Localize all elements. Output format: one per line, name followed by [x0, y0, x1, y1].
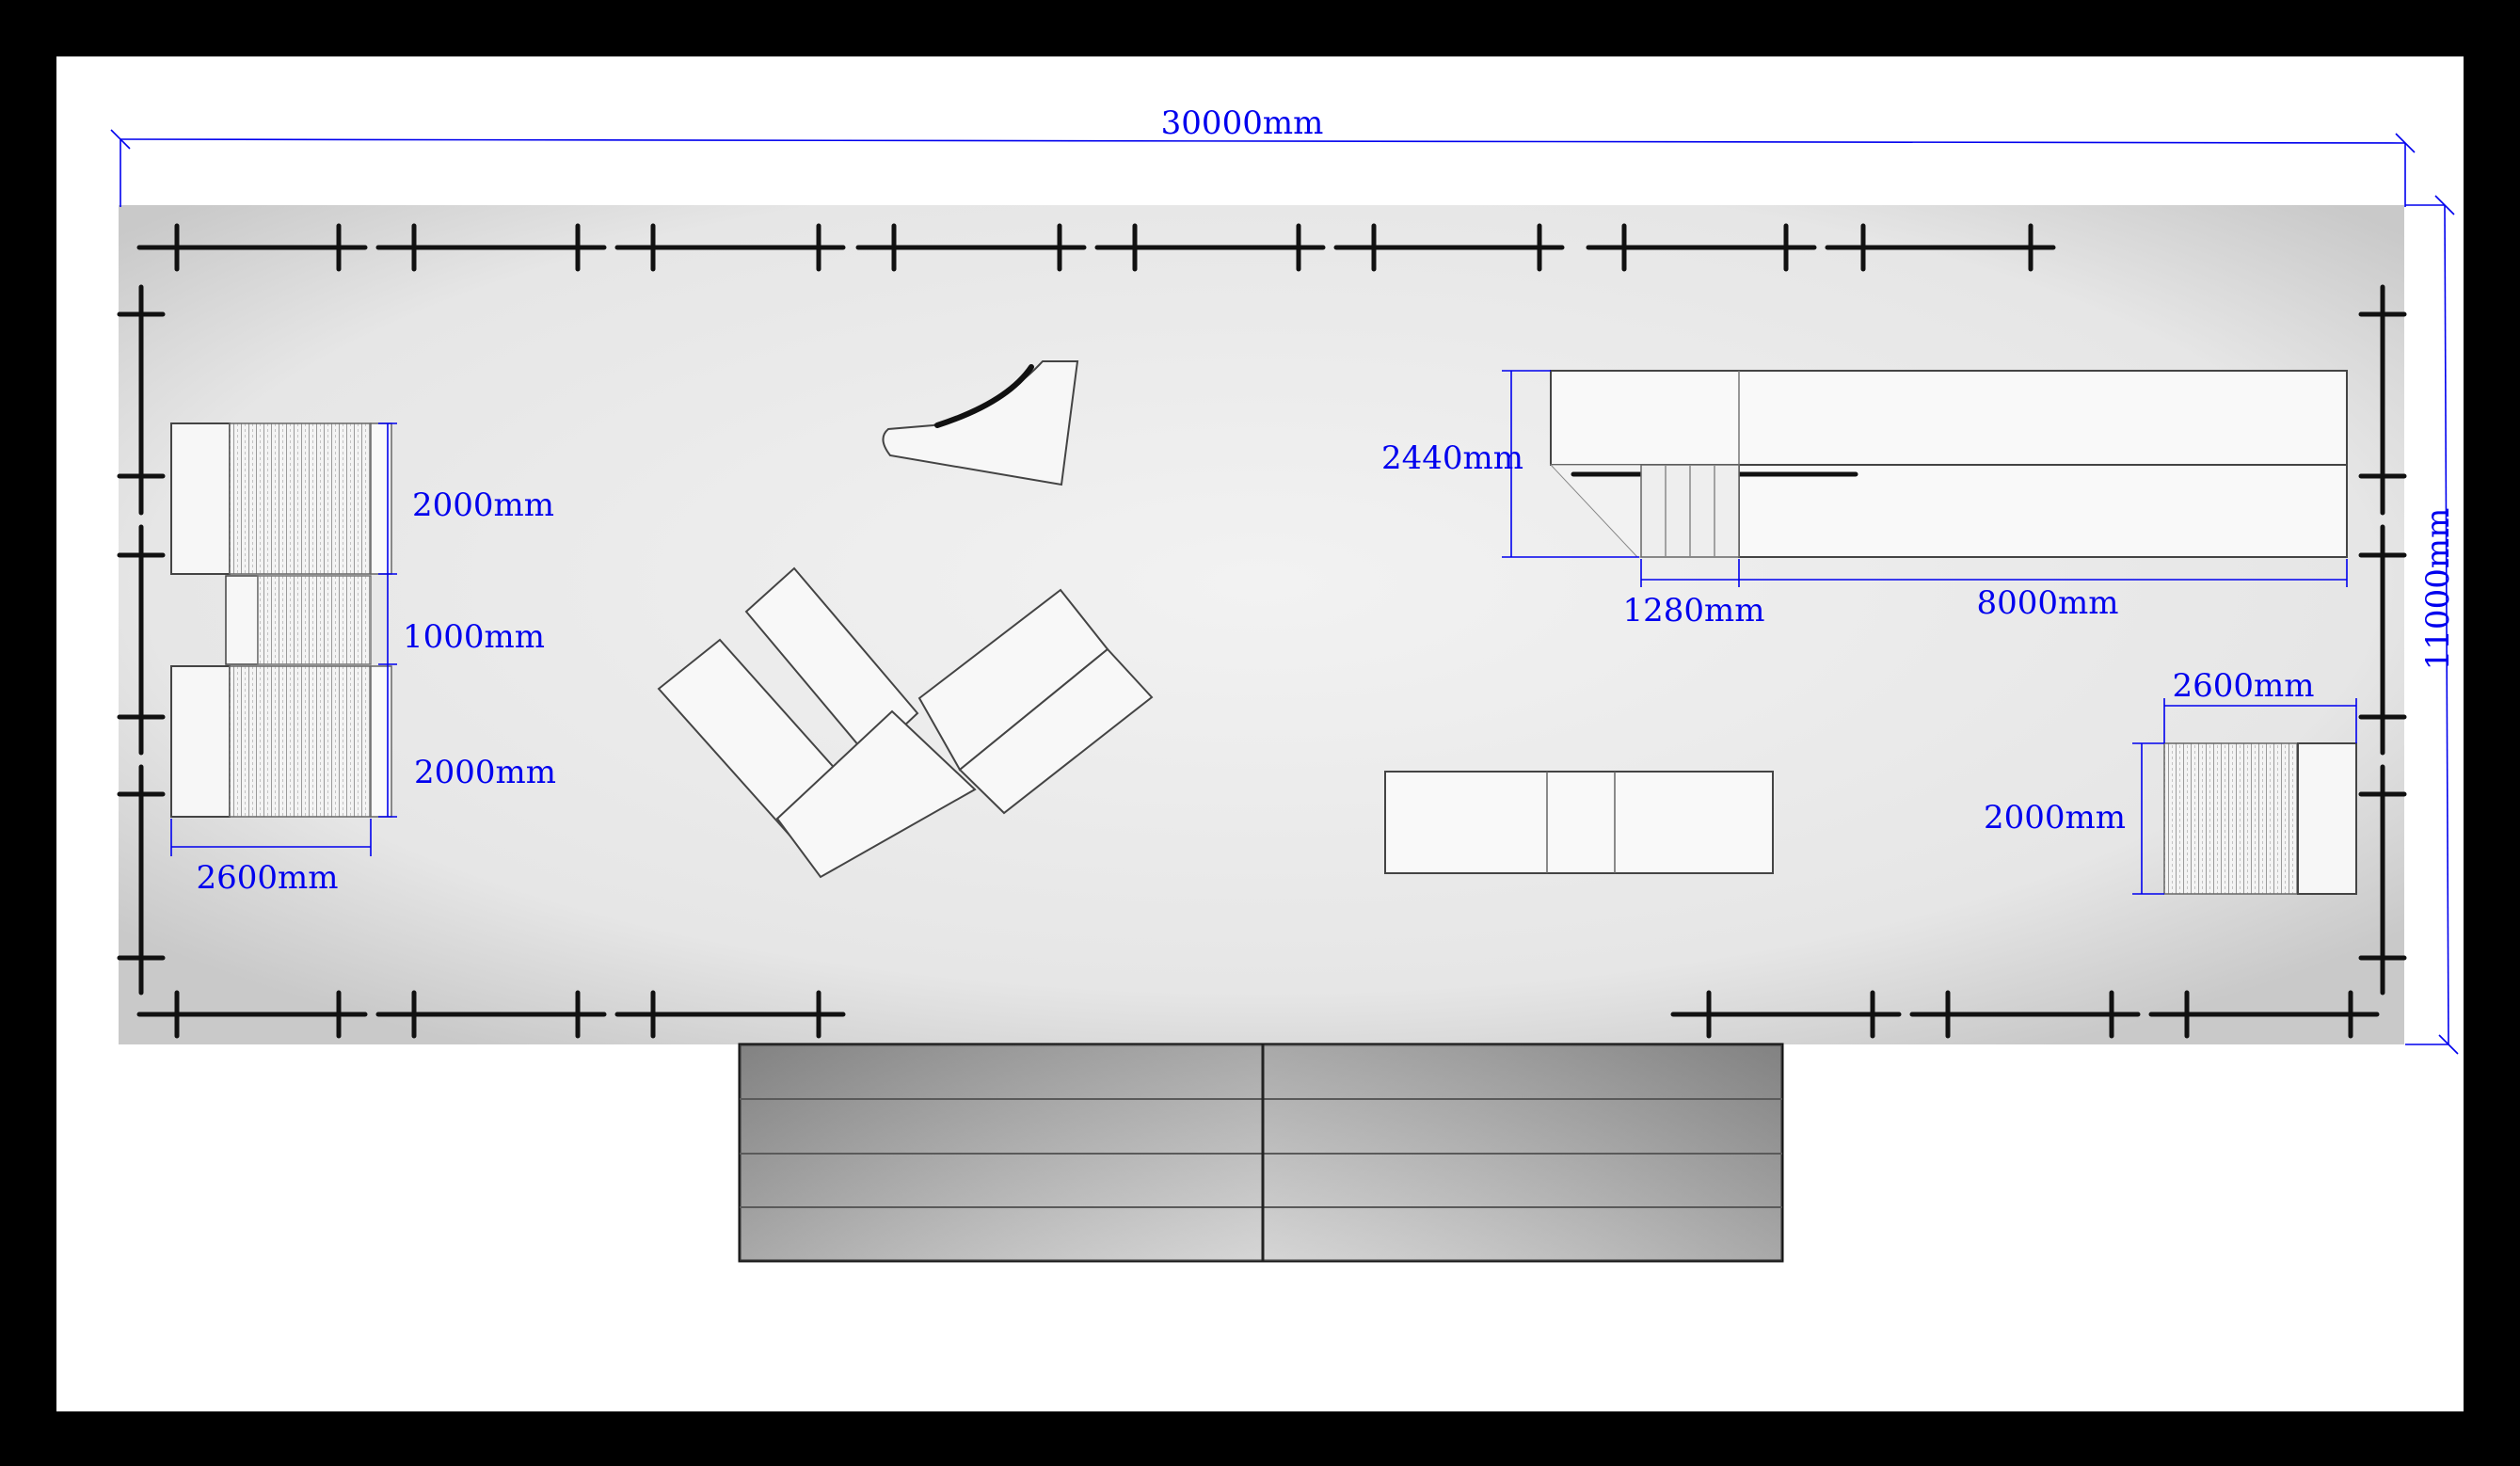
- left-sofa-bottom: [170, 665, 392, 818]
- counter-depth-label: 2440mm: [1381, 439, 1523, 477]
- left-sofa-width-label: 2600mm: [196, 859, 338, 897]
- long-counter: [1549, 370, 2348, 558]
- booth-floor: [119, 205, 2404, 1044]
- center-bench: [1384, 771, 1774, 874]
- counter-step-width-label: 1280mm: [1622, 592, 1764, 629]
- right-sofa-height-label: 2000mm: [1984, 799, 2126, 837]
- left-sofa-bottom-height-label: 2000mm: [414, 754, 556, 791]
- truss-segment-icon: [117, 223, 2407, 1039]
- right-sofa-width-label: 2600mm: [2172, 667, 2314, 705]
- left-gap-height-label: 1000mm: [403, 618, 545, 656]
- overall-width-label: 30000mm: [1161, 104, 1324, 142]
- left-sofa-top: [170, 422, 392, 575]
- right-sofa: [2163, 742, 2357, 895]
- center-table-group: [657, 566, 1154, 879]
- entrance-stairs-icon: [738, 1043, 1784, 1263]
- left-sofa-top-height-label: 2000mm: [412, 486, 554, 524]
- dimension-lines: [110, 129, 2459, 1055]
- counter-length-label: 8000mm: [1976, 584, 2118, 622]
- curved-desk: [882, 360, 1079, 486]
- left-side-table: [225, 575, 372, 665]
- overall-depth-label: 11000mm: [2419, 508, 2457, 671]
